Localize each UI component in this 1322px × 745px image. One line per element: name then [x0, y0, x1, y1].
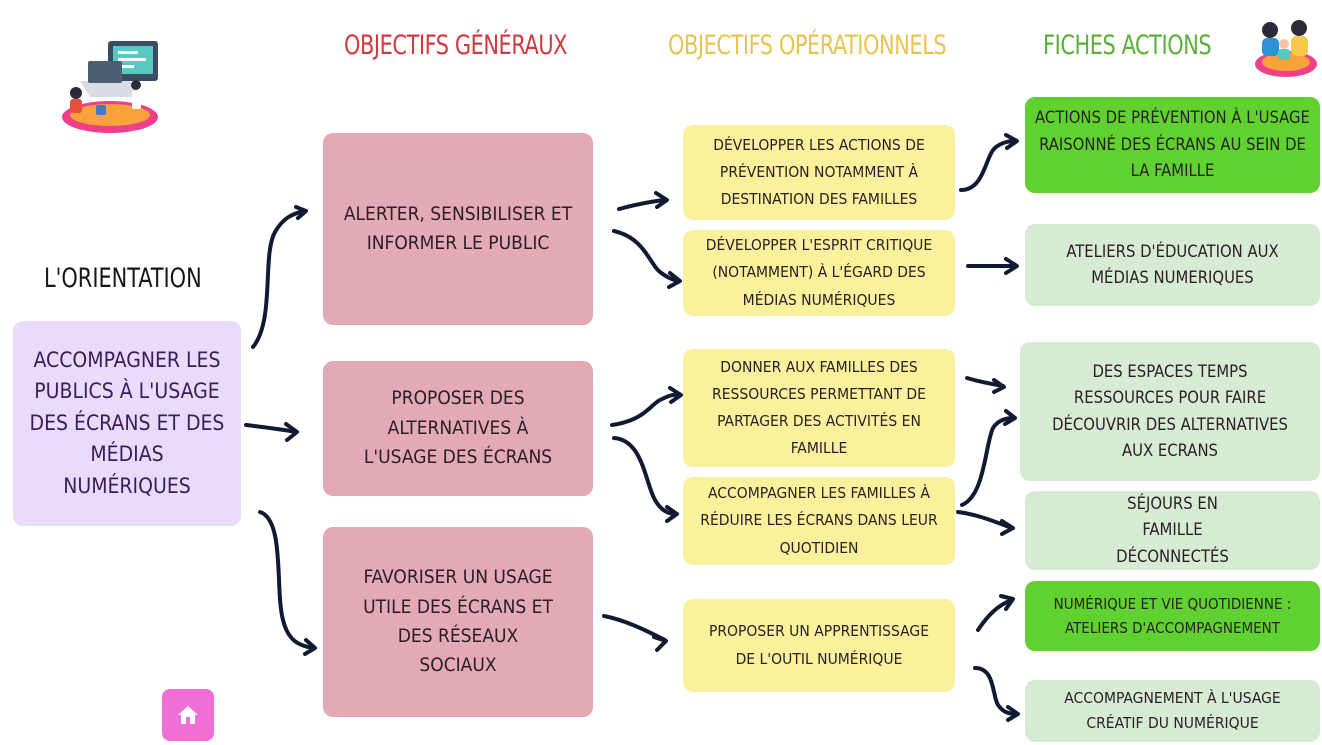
orientation-box: ACCOMPAGNER LES PUBLICS À L'USAGE DES ÉC…	[13, 321, 241, 526]
fiche-action-4: SÉJOURS EN FAMILLE DÉCONNECTÉS	[1025, 491, 1320, 570]
arrow-oo5-to-fa6	[973, 666, 1019, 716]
arrow-og1-to-oo1	[617, 198, 668, 211]
orientation-title: L'ORIENTATION	[44, 263, 202, 294]
arrow-oo1-to-fa1	[959, 139, 1018, 192]
objectif-operationnel-4: ACCOMPAGNER LES FAMILLES À RÉDUIRE LES É…	[683, 477, 955, 565]
objectif-operationnel-1: DÉVELOPPER LES ACTIONS DE PRÉVENTION NOT…	[683, 125, 955, 220]
objectif-operationnel-5: PROPOSER UN APPRENTISSAGE DE L'OUTIL NUM…	[683, 599, 955, 692]
objectif-operationnel-2: DÉVELOPPER L'ESPRIT CRITIQUE (NOTAMMENT)…	[683, 230, 955, 316]
header-objectifs-generaux: OBJECTIFS GÉNÉRAUX	[344, 30, 568, 61]
arrow-og2-to-oo4	[612, 436, 678, 516]
header-fiches-actions: FICHES ACTIONS	[1043, 30, 1212, 61]
fiche-action-1: ACTIONS DE PRÉVENTION À L'USAGE RAISONNÉ…	[1025, 97, 1320, 193]
arrow-og2-to-oo3	[610, 392, 682, 427]
arrow-oo4-to-fa3	[960, 416, 1016, 507]
arrow-oo5-to-fa5	[976, 598, 1014, 632]
fiche-action-5: NUMÉRIQUE ET VIE QUOTIDIENNE : ATELIERS …	[1025, 581, 1320, 651]
fiche-action-6: ACCOMPAGNEMENT À L'USAGE CRÉATIF DU NUMÉ…	[1025, 680, 1320, 742]
arrow-orientation-to-og1	[251, 209, 306, 349]
objectif-general-2: PROPOSER DES ALTERNATIVES À L'USAGE DES …	[323, 361, 593, 496]
arrow-orientation-to-og2	[244, 423, 298, 434]
fiche-action-3: DES ESPACES TEMPS RESSOURCES POUR FAIRE …	[1020, 342, 1320, 481]
home-icon	[178, 706, 198, 724]
computer-illustration-icon	[62, 41, 158, 133]
objectif-operationnel-3: DONNER AUX FAMILLES DES RESSOURCES PERME…	[683, 349, 955, 467]
arrow-og1-to-oo2	[612, 229, 681, 283]
home-button[interactable]	[162, 689, 214, 741]
header-objectifs-operationnels: OBJECTIFS OPÉRATIONNELS	[668, 30, 947, 61]
family-illustration-icon	[1255, 20, 1317, 77]
arrow-orientation-to-og3	[258, 510, 316, 650]
objectif-general-3: FAVORISER UN USAGE UTILE DES ÉCRANS ET D…	[323, 527, 593, 717]
fiche-action-2: ATELIERS D'ÉDUCATION AUX MÉDIAS NUMERIQU…	[1025, 224, 1320, 306]
objectif-general-1: ALERTER, SENSIBILISER ET INFORMER LE PUB…	[323, 133, 593, 325]
